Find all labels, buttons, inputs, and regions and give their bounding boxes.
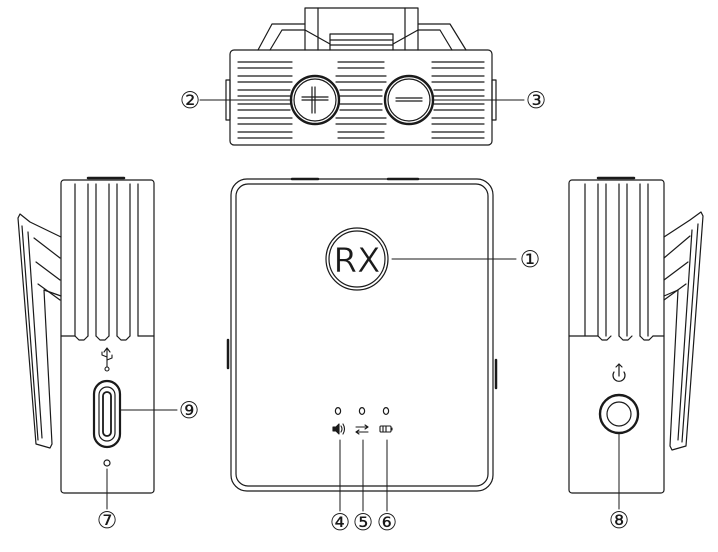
power-icon <box>612 363 626 382</box>
usb-icon <box>101 347 113 372</box>
right-side-view <box>568 176 704 494</box>
rx-badge <box>325 227 389 291</box>
power-button[interactable] <box>598 393 640 435</box>
reset-hole[interactable] <box>103 459 111 467</box>
top-view <box>225 7 497 146</box>
leader-lines <box>106 99 620 512</box>
left-ribs <box>60 183 155 341</box>
top-view-grooves <box>237 61 485 139</box>
left-side-view <box>17 176 155 494</box>
callout-9: ⑨ <box>179 398 200 424</box>
top-view-body <box>229 49 493 146</box>
led-volume <box>334 407 342 416</box>
rx-logo-text: RX <box>334 241 381 281</box>
callout-6: ⑥ <box>377 510 398 536</box>
speaker-icon <box>332 423 346 435</box>
plus-icon <box>301 86 329 114</box>
usb-c-port[interactable] <box>92 379 122 449</box>
callout-5: ⑤ <box>353 510 374 536</box>
right-clip <box>663 211 704 451</box>
callout-7: ⑦ <box>97 508 118 534</box>
minus-button[interactable] <box>383 74 435 126</box>
front-body-outer <box>230 178 494 492</box>
right-ribs <box>568 183 665 341</box>
callout-8: ⑧ <box>609 508 630 534</box>
front-body-inner <box>235 183 489 487</box>
callout-2: ② <box>180 88 201 114</box>
battery-icon <box>379 425 393 433</box>
minus-icon <box>395 97 423 102</box>
link-arrows-icon <box>355 424 369 435</box>
left-clip <box>17 213 62 449</box>
callout-4: ④ <box>330 510 351 536</box>
callout-1: ① <box>520 247 541 273</box>
front-view <box>226 177 498 492</box>
top-clip <box>257 7 467 51</box>
led-battery <box>382 407 390 416</box>
plus-button[interactable] <box>289 74 341 126</box>
callout-3: ③ <box>526 88 547 114</box>
led-link <box>358 407 366 416</box>
callout-labels: ① ② ③ ④ ⑤ ⑥ ⑦ ⑧ ⑨ <box>97 88 630 536</box>
